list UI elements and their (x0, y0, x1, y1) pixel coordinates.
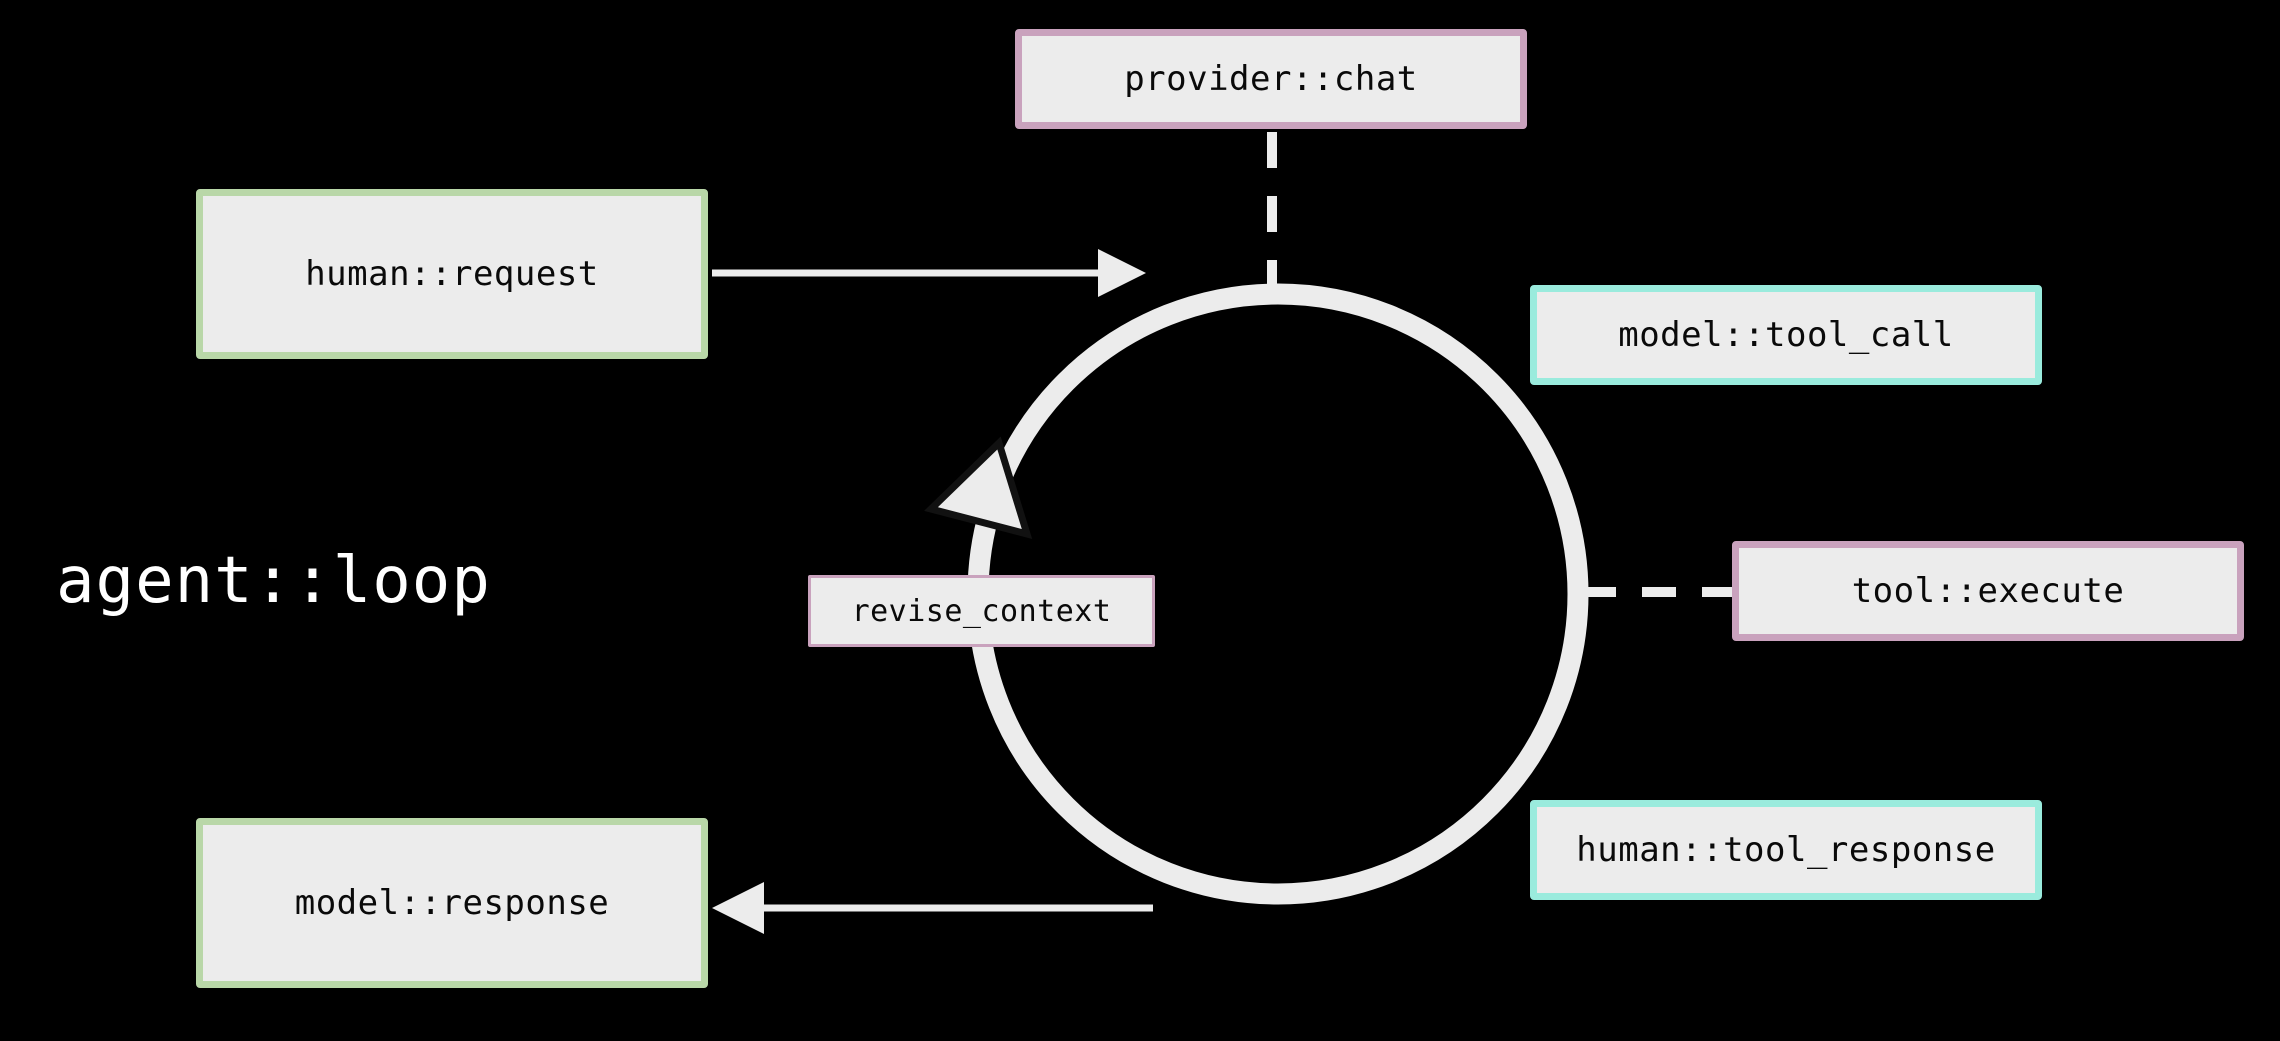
node-human-tool-response-label: human::tool_response (1576, 830, 1996, 870)
node-model-tool-call-label: model::tool_call (1618, 315, 1954, 355)
edge-loop-to-response-arrowhead (712, 882, 764, 934)
node-model-tool-call[interactable]: model::tool_call (1530, 285, 2042, 385)
edge-request-to-loop-arrowhead (1098, 249, 1146, 297)
node-model-response[interactable]: model::response (196, 818, 708, 988)
node-revise-context[interactable]: revise_context (808, 575, 1155, 647)
page-title: agent::loop (56, 544, 491, 618)
node-human-request-label: human::request (305, 254, 599, 294)
node-revise-context-label: revise_context (851, 593, 1112, 629)
node-provider-chat-label: provider::chat (1124, 59, 1418, 99)
node-provider-chat[interactable]: provider::chat (1015, 29, 1527, 129)
node-model-response-label: model::response (294, 883, 610, 923)
loop-cycle-arrowhead (924, 436, 1033, 539)
node-tool-execute[interactable]: tool::execute (1732, 541, 2244, 641)
node-human-tool-response[interactable]: human::tool_response (1530, 800, 2042, 900)
node-human-request[interactable]: human::request (196, 189, 708, 359)
node-tool-execute-label: tool::execute (1851, 571, 2125, 611)
